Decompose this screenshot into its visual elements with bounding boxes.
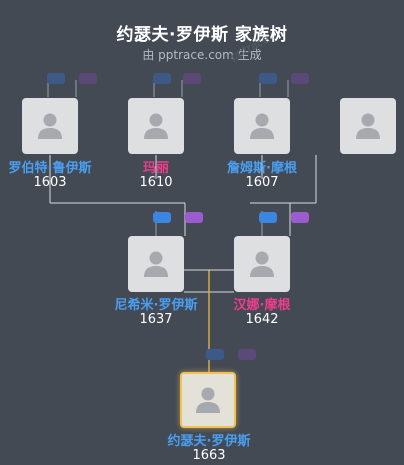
person-card-mary[interactable]: [128, 98, 184, 154]
person-name: 汉娜·摩根: [233, 298, 291, 313]
add-parent-button[interactable]: [206, 349, 224, 360]
person-avatar-icon: [356, 113, 380, 139]
add-spouse-button[interactable]: [238, 349, 256, 360]
page-subtitle: 由 pptrace.com 生成: [142, 48, 262, 62]
page-title: 约瑟夫·罗伊斯 家族树: [116, 25, 288, 45]
person-name: 尼希米·罗伊斯: [114, 298, 198, 313]
add-parent-button[interactable]: [259, 212, 277, 223]
person-birth-year: 1607: [245, 175, 279, 190]
person-avatar-icon: [196, 387, 220, 413]
add-parent-button[interactable]: [153, 212, 171, 223]
add-parent-button[interactable]: [47, 73, 65, 84]
person-birth-year: 1663: [192, 448, 226, 463]
person-card-hannah[interactable]: [234, 236, 290, 292]
person-avatar-icon: [144, 113, 168, 139]
add-parent-button[interactable]: [153, 73, 171, 84]
person-birth-year: 1642: [245, 312, 279, 327]
person-avatar-icon: [250, 251, 274, 277]
person-birth-year: 1603: [33, 175, 67, 190]
person-avatar-icon: [144, 251, 168, 277]
person-avatar-icon: [38, 113, 62, 139]
person-card-robert[interactable]: [22, 98, 78, 154]
person-card-nehemiah[interactable]: [128, 236, 184, 292]
person-card-joseph[interactable]: [180, 372, 236, 428]
person-card-unknown[interactable]: [340, 98, 396, 154]
person-name: 詹姆斯·摩根: [227, 161, 297, 176]
add-spouse-button[interactable]: [291, 73, 309, 84]
person-name: 玛丽: [142, 161, 169, 176]
person-name: 罗伯特·鲁伊斯: [8, 161, 92, 176]
person-name: 约瑟夫·罗伊斯: [167, 434, 251, 449]
person-avatar-icon: [250, 113, 274, 139]
add-spouse-button[interactable]: [185, 212, 203, 223]
add-spouse-button[interactable]: [183, 73, 201, 84]
person-card-james[interactable]: [234, 98, 290, 154]
add-spouse-button[interactable]: [291, 212, 309, 223]
person-birth-year: 1610: [139, 175, 173, 190]
person-birth-year: 1637: [139, 312, 173, 327]
add-spouse-button[interactable]: [79, 73, 97, 84]
add-parent-button[interactable]: [259, 73, 277, 84]
